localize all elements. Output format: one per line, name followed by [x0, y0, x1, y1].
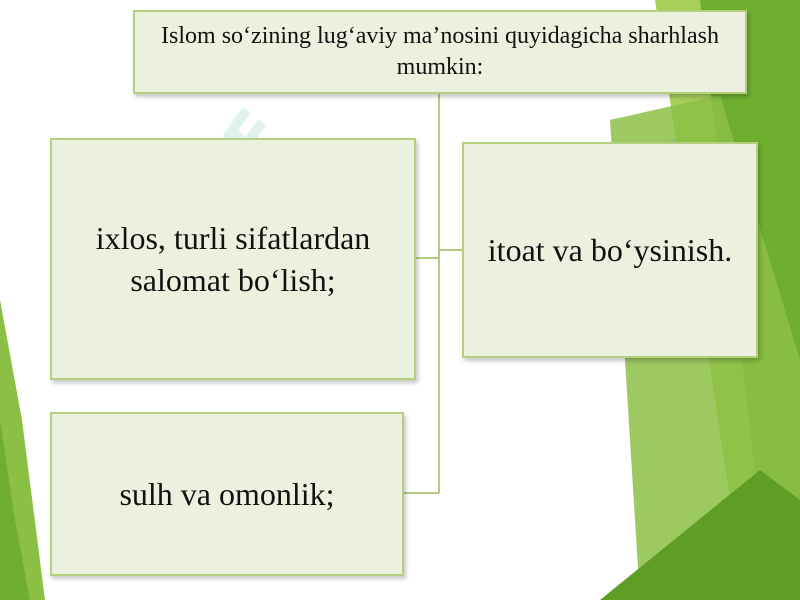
item-box-ixlos: ixlos, turli sifatlardan salomat bo‘lish… [50, 138, 416, 380]
title-box: Islom so‘zining lug‘aviy ma’nosini quyid… [133, 10, 747, 94]
item-text-itoat: itoat va bo‘ysinish. [487, 232, 733, 268]
bottom-right-accent [600, 470, 800, 600]
left-band-dark [0, 420, 30, 600]
item-box-sulh: sulh va omonlik; [50, 412, 404, 576]
item-text-sulh: sulh va omonlik; [119, 475, 335, 512]
item-box-itoat: itoat va bo‘ysinish. [462, 142, 758, 358]
item-text-ixlos: ixlos, turli sifatlardan salomat bo‘lish… [95, 220, 371, 298]
title-text: Islom so‘zining lug‘aviy ma’nosini quyid… [161, 23, 719, 80]
